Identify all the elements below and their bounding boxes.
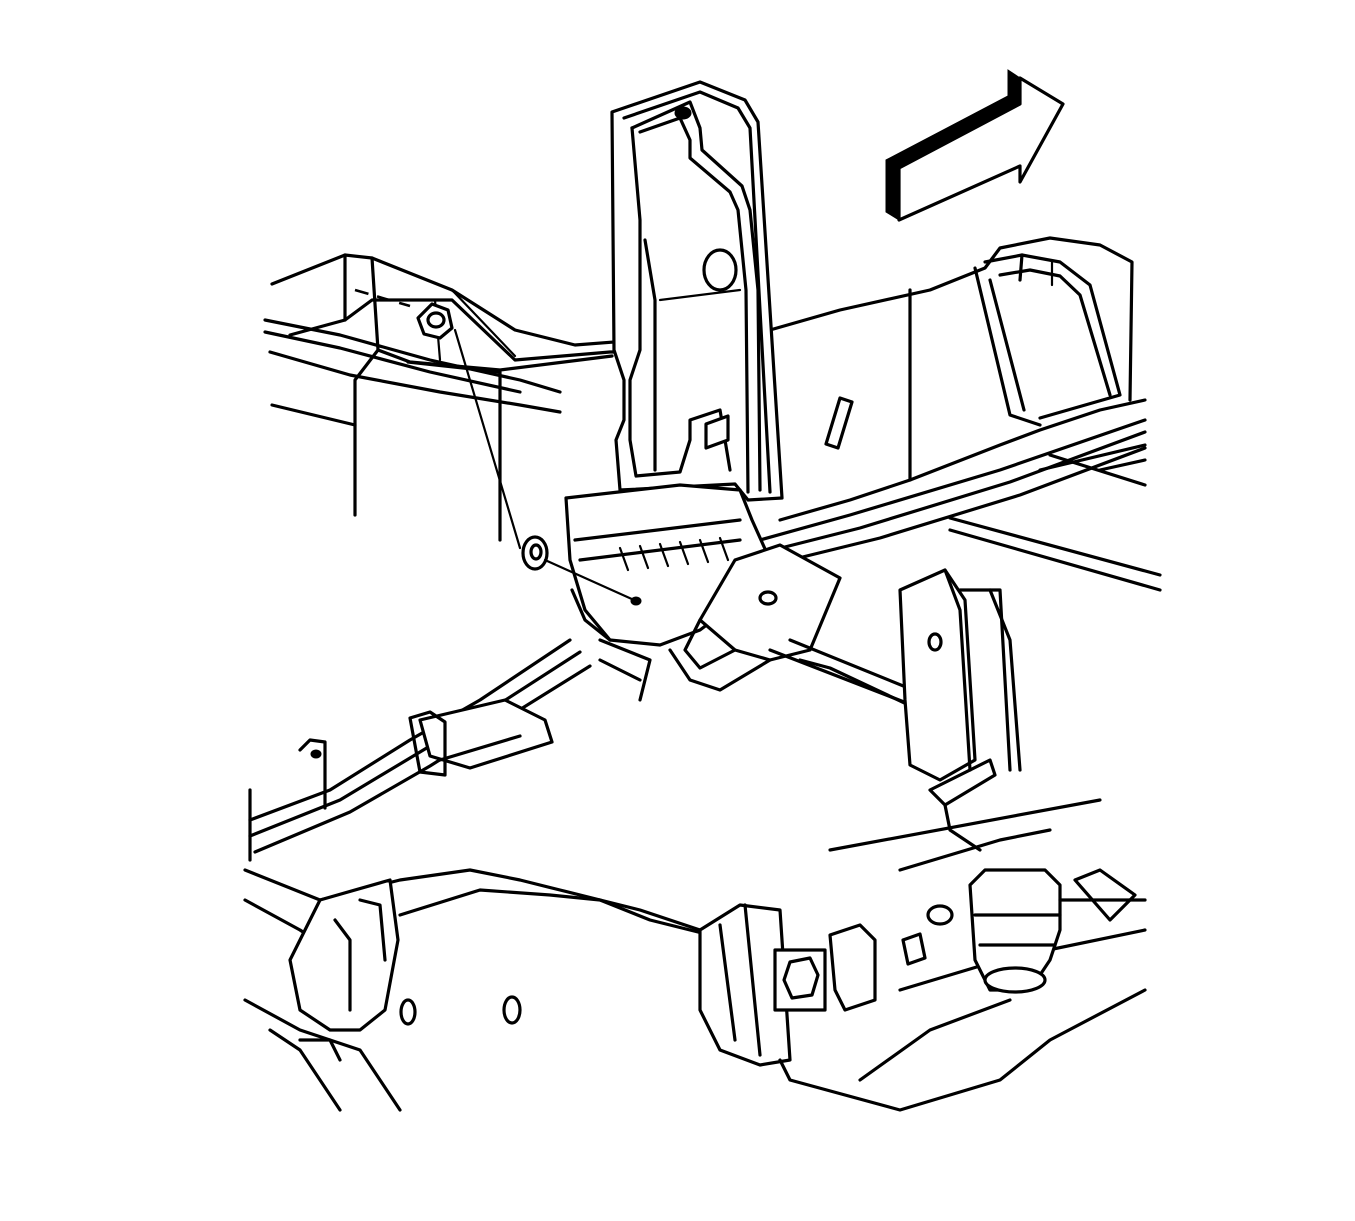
leaf-spring (248, 318, 1147, 862)
bolt-axis-line (354, 288, 411, 308)
jounce-bumper (968, 868, 1147, 994)
direction-arrow (885, 69, 1065, 222)
bolt-axis-line (543, 558, 636, 602)
washer (521, 535, 549, 571)
bolt-axis-line (453, 328, 522, 550)
frame-rail (270, 236, 1162, 592)
nut (416, 302, 454, 340)
shackle-bracket (564, 483, 842, 692)
shackle-bracket (610, 80, 784, 502)
shackle-bracket (898, 568, 1022, 852)
